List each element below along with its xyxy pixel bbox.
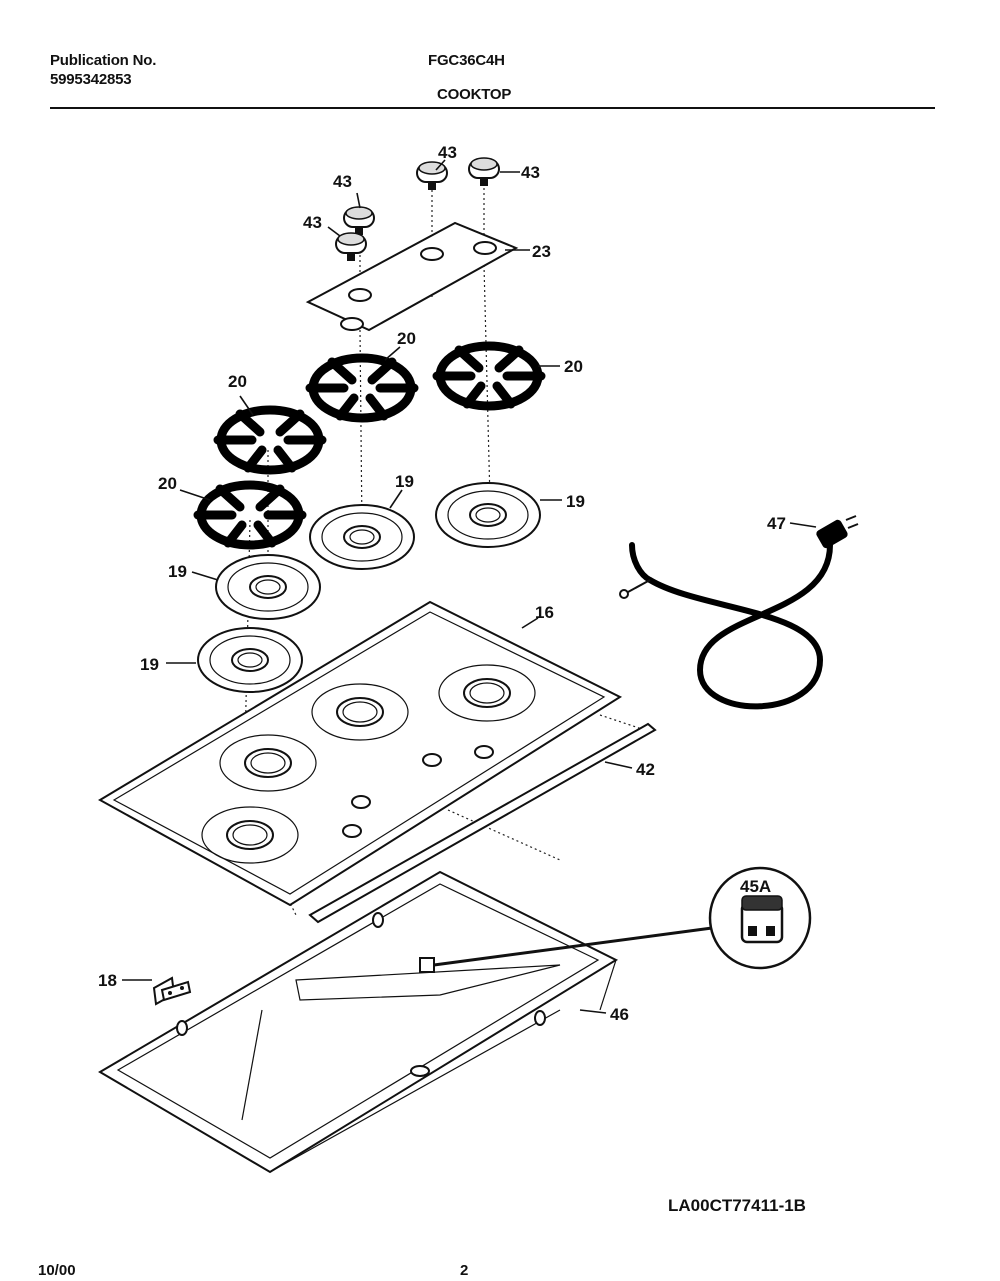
callout-43: 43 [303,213,322,232]
callout-20: 20 [228,372,247,391]
callout-19: 19 [566,492,585,511]
burner-opening-icon [219,734,317,792]
burner-grate-icon [305,353,419,423]
callout-16: 16 [535,603,554,622]
bracket-part-18 [152,976,192,1006]
plug-icon [816,515,859,549]
section-title: COOKTOP [437,86,512,103]
control-panel-part-23 [305,221,519,332]
knob-icon [335,232,367,261]
callout-47: 47 [767,514,786,533]
callout-19: 19 [395,472,414,491]
grate-parts-20 [193,341,546,550]
burner-grate-icon [193,480,307,550]
publication-number: 5995342853 [50,71,132,88]
drip-bowl-parts-19 [197,482,541,693]
bottom-pan-part-46 [98,870,619,1174]
callout-43: 43 [521,163,540,182]
knob-icon [343,206,375,235]
callout-20: 20 [564,357,583,376]
drip-bowl-icon [309,504,415,570]
callout-19: 19 [140,655,159,674]
callout-20: 20 [158,474,177,493]
callout-43: 43 [438,143,457,162]
burner-grate-icon [432,341,546,411]
page-number: 2 [460,1262,469,1279]
knob-icon [416,161,448,190]
drip-bowl-icon [215,554,321,620]
callout-23: 23 [532,242,551,261]
callout-42: 42 [636,760,655,779]
power-cord-part-47 [619,515,859,710]
trim-strip-part-42 [308,722,657,924]
callout-19: 19 [168,562,187,581]
drip-bowl-icon [197,627,303,693]
callout-43: 43 [333,172,352,191]
callout-46: 46 [610,1005,629,1024]
callout-45A: 45A [740,877,771,896]
burner-grate-icon [213,405,327,475]
footer-date: 10/00 [38,1262,76,1279]
burner-opening-icon [201,806,299,864]
callouts: 43 43 43 43 23 20 20 20 20 19 19 19 19 1… [98,143,786,1024]
switch-detail-part-45A [708,866,812,970]
publication-label: Publication No. [50,52,157,69]
switch-wire [419,926,713,973]
diagram-code: LA00CT77411-1B [668,1196,806,1215]
header-rule [50,107,935,109]
model-number: FGC36C4H [428,52,505,69]
drip-bowl-icon [435,482,541,548]
callout-18: 18 [98,971,117,990]
leader-lines [122,159,817,1014]
knob-icon [468,157,500,186]
callout-20: 20 [397,329,416,348]
burner-opening-icon [438,664,536,722]
cooktop-top-part-16 [97,600,623,907]
switch-icon [740,895,784,944]
knob-parts-43 [335,157,500,261]
burner-opening-icon [311,683,409,741]
